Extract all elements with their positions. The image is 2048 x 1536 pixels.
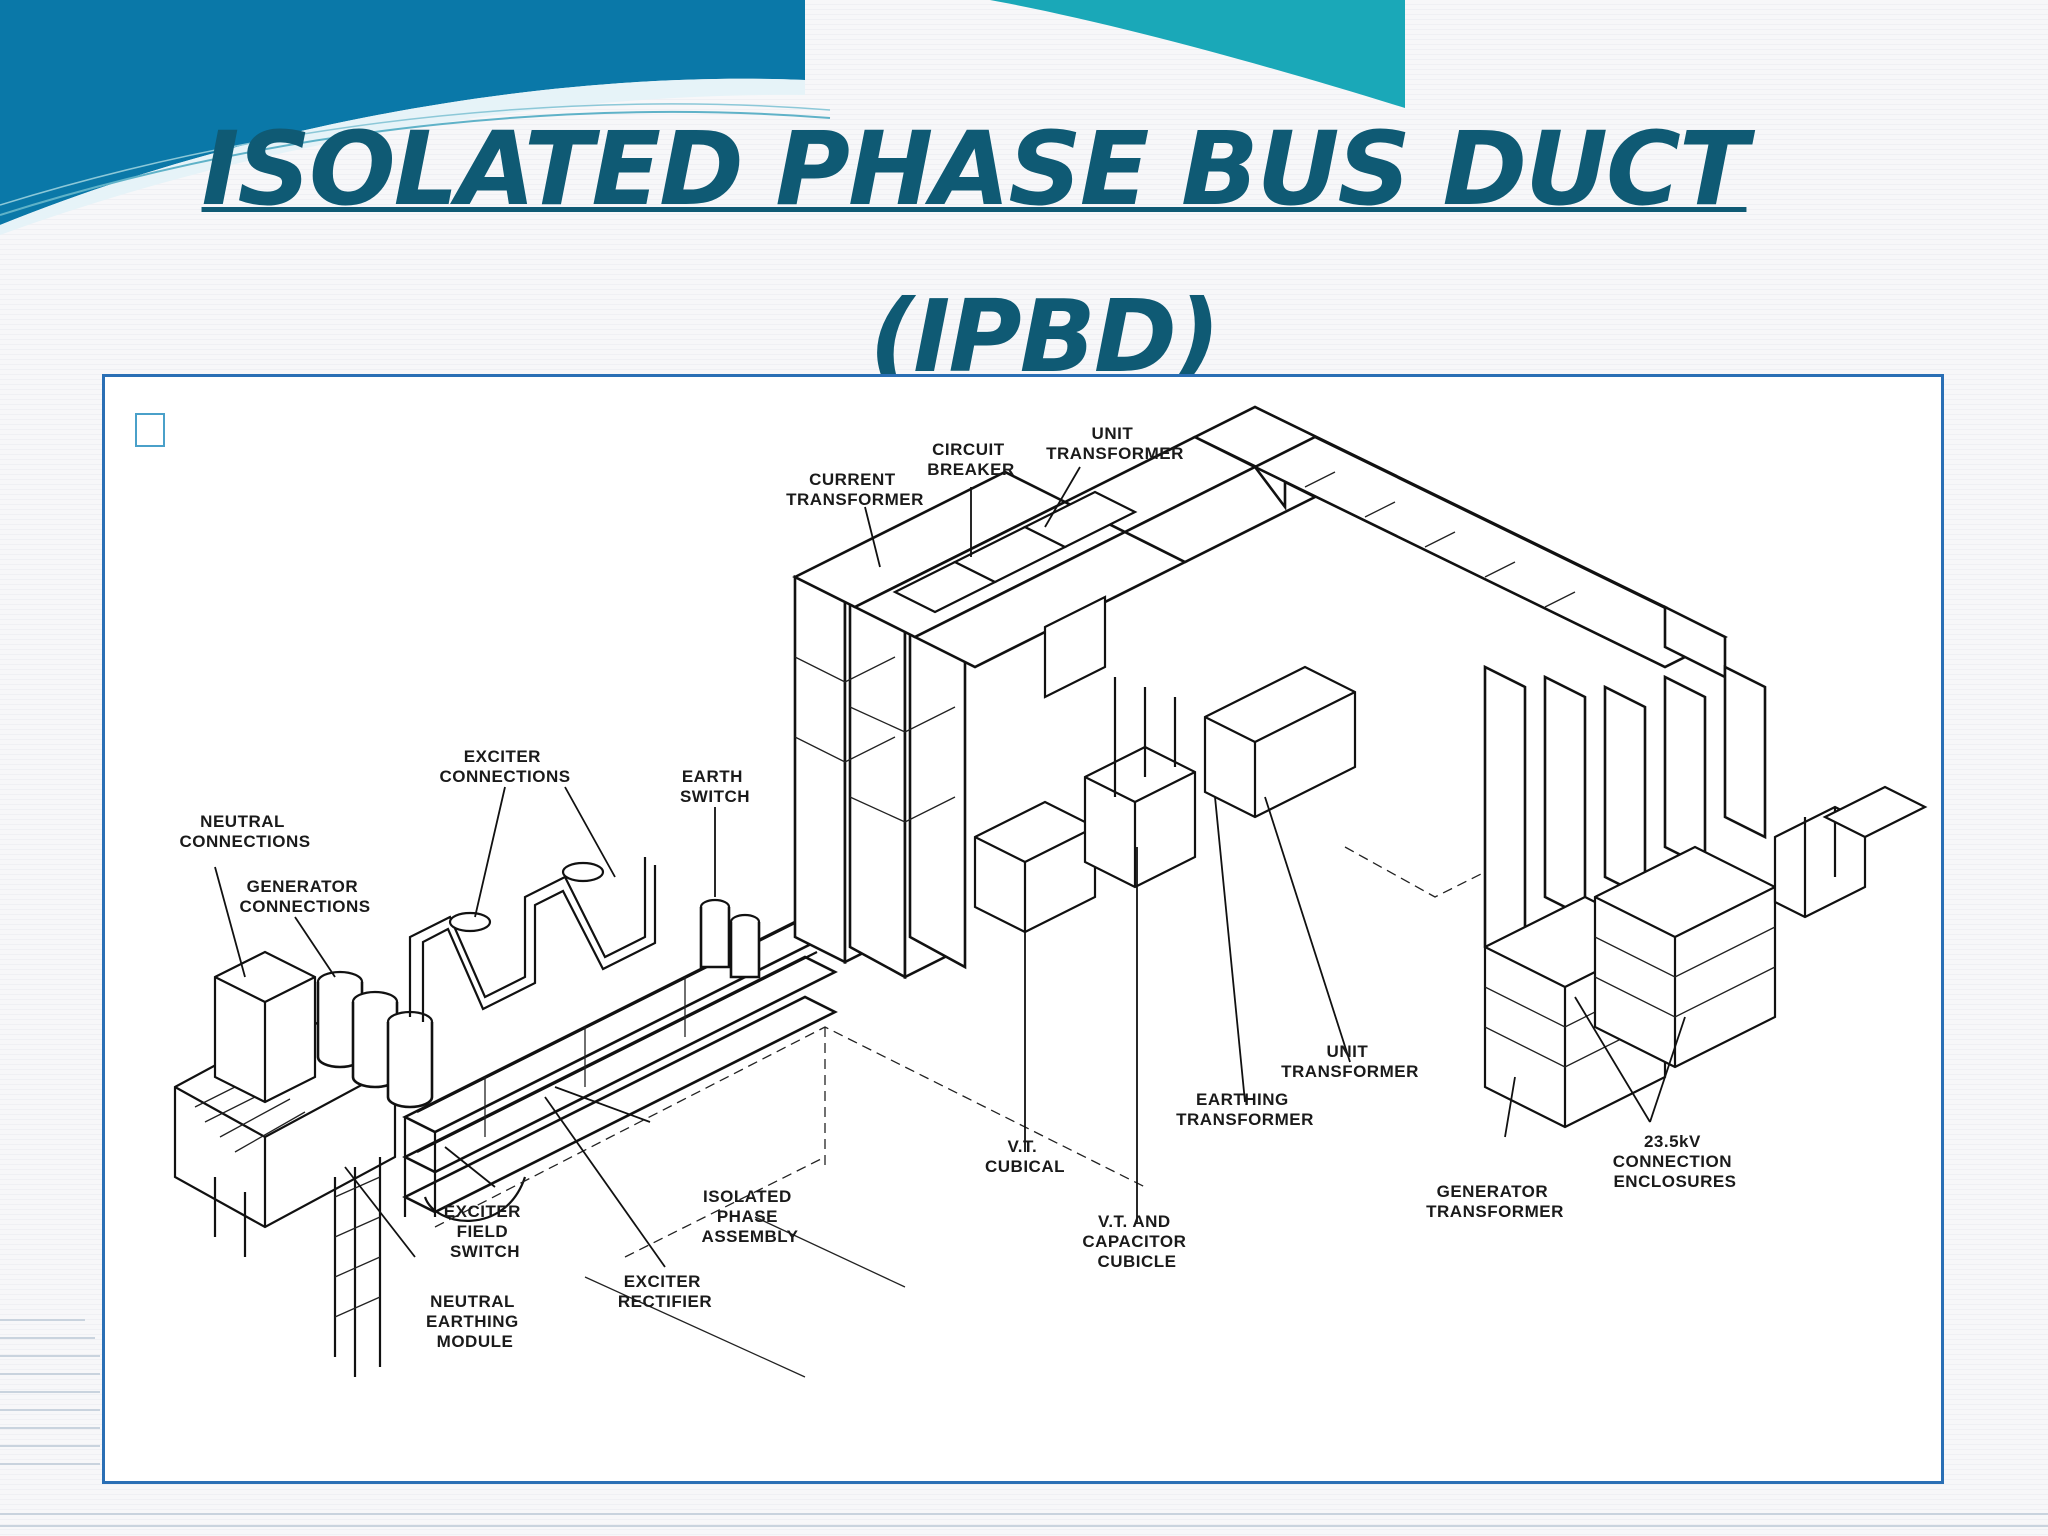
label-exciter-field-switch: EXCITER FIELD SWITCH bbox=[444, 1202, 526, 1261]
label-isolated-phase-assembly: ISOLATED PHASE ASSEMBLY bbox=[702, 1187, 799, 1246]
label-exciter-rectifier: EXCITER RECTIFIER bbox=[618, 1272, 712, 1311]
generator-terminal-cylinders bbox=[316, 970, 434, 1109]
diagram-frame: CURRENT TRANSFORMER CIRCUIT BREAKER UNIT… bbox=[102, 374, 1944, 1484]
label-connection-enclosures: 23.5kV CONNECTION ENCLOSURES bbox=[1613, 1132, 1738, 1191]
header-swoosh-line-2 bbox=[0, 103, 831, 206]
label-vt-capacitor-cubicle: V.T. AND CAPACITOR CUBICLE bbox=[1082, 1212, 1191, 1271]
ipbd-isometric-diagram: CURRENT TRANSFORMER CIRCUIT BREAKER UNIT… bbox=[173, 405, 1928, 1378]
label-generator-connections: GENERATOR CONNECTIONS bbox=[239, 877, 370, 916]
label-unit-transformer-bottom: UNIT TRANSFORMER bbox=[1281, 1042, 1419, 1081]
diagram-labels: CURRENT TRANSFORMER CIRCUIT BREAKER UNIT… bbox=[179, 424, 1738, 1351]
label-current-transformer: CURRENT TRANSFORMER bbox=[786, 470, 924, 509]
vt-capacitor-cubicle bbox=[1083, 745, 1197, 889]
label-generator-transformer: GENERATOR TRANSFORMER bbox=[1426, 1182, 1564, 1221]
support-legs bbox=[333, 1157, 382, 1377]
header-decoration bbox=[0, 0, 1405, 235]
label-circuit-breaker: CIRCUIT BREAKER bbox=[927, 440, 1015, 479]
label-exciter-connections: EXCITER CONNECTIONS bbox=[439, 747, 570, 786]
vertical-bus-risers bbox=[793, 574, 967, 980]
label-earthing-transformer: EARTHING TRANSFORMER bbox=[1176, 1090, 1314, 1129]
header-swoosh-line bbox=[0, 111, 831, 216]
diagram-artwork bbox=[173, 405, 1928, 1378]
isolated-phase-bus-run bbox=[402, 911, 838, 1222]
bullet-placeholder-icon bbox=[135, 413, 165, 447]
header-band-highlight bbox=[0, 78, 805, 235]
label-vt-cubical: V.T. CUBICAL bbox=[985, 1137, 1065, 1176]
exciter-connection-conductors bbox=[408, 857, 647, 1017]
header-band-left bbox=[0, 0, 805, 225]
label-neutral-earthing-module: NEUTRAL EARTHING MODULE bbox=[426, 1292, 524, 1351]
earthing-transformer bbox=[1203, 665, 1357, 819]
footer-decoration bbox=[0, 1319, 2048, 1527]
vt-cubical bbox=[973, 800, 1097, 934]
header-band-right bbox=[990, 0, 1405, 108]
generator-transformer-assembly bbox=[1483, 664, 1928, 1129]
slide-title: ISOLATED PHASE BUS DUCT bbox=[201, 110, 1749, 229]
label-earth-switch: EARTH SWITCH bbox=[680, 767, 750, 806]
label-neutral-connections: NEUTRAL CONNECTIONS bbox=[179, 812, 310, 851]
leader-lines bbox=[214, 466, 1686, 1268]
label-unit-transformer-top: UNIT TRANSFORMER bbox=[1046, 424, 1184, 463]
